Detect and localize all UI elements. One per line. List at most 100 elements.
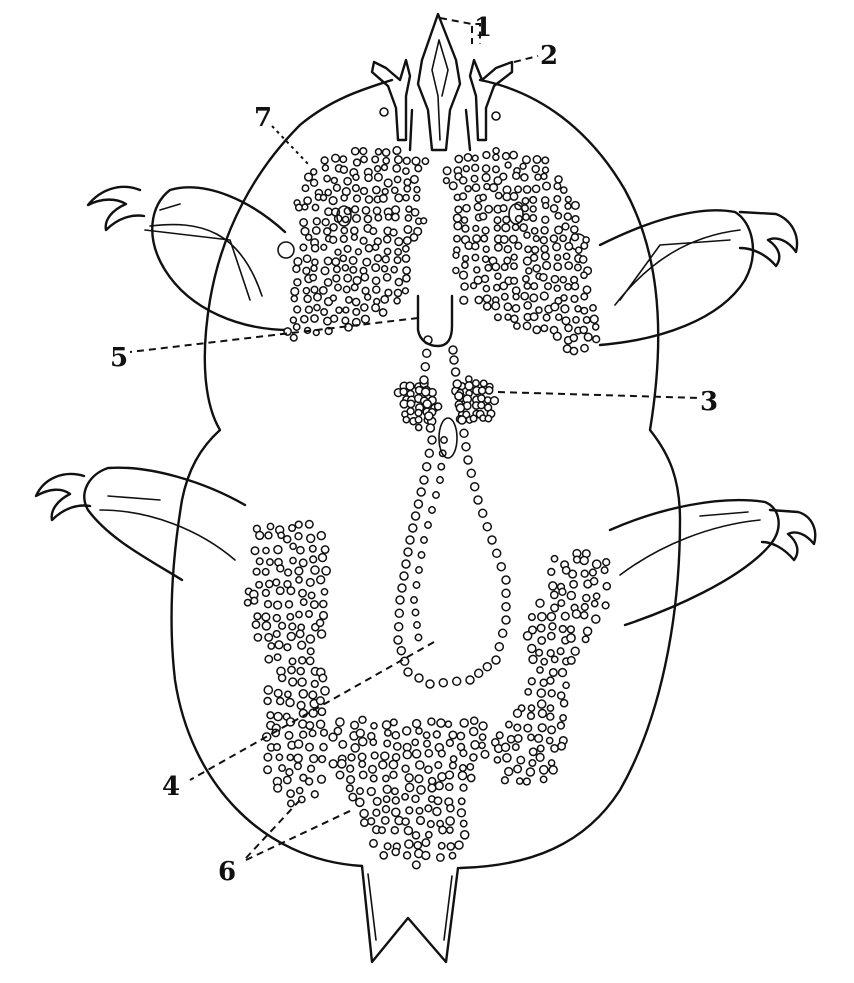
cell [308, 690, 318, 700]
cell [492, 147, 500, 155]
cell [393, 288, 403, 298]
cell [299, 218, 309, 227]
cell [527, 733, 535, 742]
cell [570, 294, 579, 304]
cell [356, 787, 364, 796]
cell [424, 748, 434, 758]
cell [394, 193, 404, 203]
cell [335, 306, 343, 314]
cell [511, 743, 520, 752]
cell [503, 302, 513, 312]
cell [338, 739, 348, 749]
cell [468, 726, 479, 737]
cell [357, 752, 367, 762]
cell [562, 252, 571, 261]
cell [534, 173, 542, 181]
cell [303, 196, 312, 205]
cell [494, 272, 502, 280]
cell [484, 414, 493, 423]
cell [465, 675, 475, 685]
cell [409, 174, 419, 184]
cell [411, 608, 420, 617]
cell [449, 755, 458, 763]
cell [531, 164, 540, 174]
cell [350, 743, 361, 753]
cell [552, 242, 562, 252]
cell [493, 313, 502, 322]
cell [378, 308, 388, 317]
cell [550, 302, 560, 312]
cell [308, 708, 318, 718]
cell [309, 168, 318, 176]
cell [328, 732, 338, 742]
cell [393, 297, 401, 305]
cell [299, 598, 308, 607]
cell [343, 273, 353, 283]
cell [318, 673, 328, 683]
cell [382, 235, 392, 244]
cell [481, 255, 490, 264]
cell [350, 205, 360, 214]
cell [319, 193, 328, 202]
cell [352, 307, 361, 316]
cell [592, 335, 601, 344]
cell [283, 643, 292, 652]
cell [501, 151, 511, 161]
cell [263, 696, 272, 706]
cell [471, 183, 481, 193]
cell [559, 275, 568, 284]
cell [440, 436, 448, 444]
cell [318, 610, 329, 621]
cell [572, 316, 580, 324]
cell [295, 786, 304, 795]
cell [243, 598, 252, 607]
cell [341, 215, 350, 224]
cell [531, 184, 541, 194]
cell [542, 260, 552, 271]
cell [296, 545, 305, 555]
cell [432, 730, 441, 739]
cell [511, 303, 521, 313]
cell [424, 804, 433, 813]
cell [272, 743, 282, 752]
cell [288, 523, 297, 533]
cell [530, 282, 539, 291]
cell [449, 355, 459, 365]
cell [382, 795, 391, 804]
gut-tube-inner [410, 436, 448, 642]
cell [553, 284, 561, 293]
cell [546, 611, 557, 622]
cell [307, 591, 316, 600]
cell [470, 174, 479, 183]
cell [501, 575, 511, 585]
cell [414, 415, 423, 424]
cell [315, 719, 326, 730]
cell [454, 840, 464, 850]
cell [371, 155, 380, 164]
cell [334, 283, 342, 292]
cell [350, 226, 359, 235]
cell [471, 163, 480, 172]
cell [568, 569, 578, 579]
cell [580, 241, 589, 250]
cell [305, 720, 315, 731]
cell [393, 256, 402, 265]
cell [454, 391, 464, 401]
cell [309, 555, 318, 564]
cell [276, 564, 285, 573]
cell [313, 292, 322, 302]
cell [381, 148, 391, 157]
cell [351, 213, 362, 223]
cell [390, 205, 401, 215]
cell [580, 569, 589, 578]
cell [499, 172, 508, 181]
cell [364, 243, 374, 253]
cell [562, 681, 570, 690]
cell [554, 175, 563, 184]
cell [352, 194, 362, 203]
cell [319, 599, 328, 609]
cell [310, 790, 319, 799]
cell [305, 634, 316, 644]
cell [361, 286, 370, 295]
